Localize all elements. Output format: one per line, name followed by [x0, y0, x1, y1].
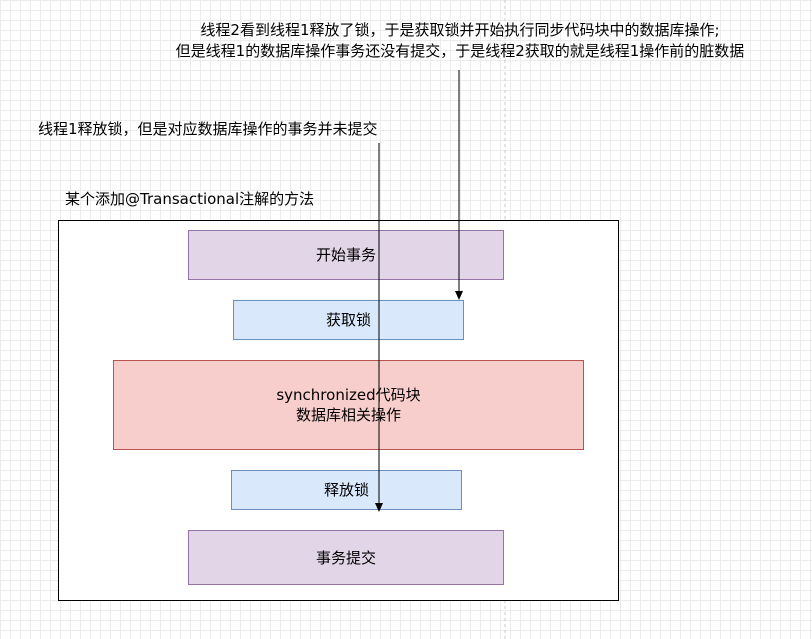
database-operation-label: 数据库相关操作	[295, 406, 401, 424]
thread1-annotation: 线程1释放锁，但是对应数据库操作的事务并未提交	[38, 120, 378, 138]
acquire-lock-box[interactable]: 获取锁	[233, 300, 464, 340]
thread2-annotation-line1: 线程2看到线程1释放了锁，于是获取锁并开始执行同步代码块中的数据库操作;	[200, 21, 720, 39]
release-lock-box[interactable]: 释放锁	[231, 470, 462, 510]
begin-transaction-box[interactable]: 开始事务	[188, 230, 504, 280]
thread2-annotation-line2: 但是线程1的数据库操作事务还没有提交，于是线程2获取的就是线程1操作前的脏数据	[175, 42, 745, 60]
method-label: 某个添加@Transactional注解的方法	[65, 190, 315, 208]
commit-transaction-box[interactable]: 事务提交	[188, 530, 504, 585]
release-lock-label: 释放锁	[323, 481, 369, 499]
synchronized-block-label: synchronized代码块	[276, 386, 421, 404]
acquire-lock-label: 获取锁	[325, 311, 371, 329]
begin-transaction-label: 开始事务	[315, 246, 376, 264]
synchronized-block-box[interactable]: synchronized代码块 数据库相关操作	[113, 360, 584, 450]
thread2-annotation: 线程2看到线程1释放了锁，于是获取锁并开始执行同步代码块中的数据库操作; 但是线…	[0, 20, 812, 62]
commit-transaction-label: 事务提交	[315, 548, 376, 567]
